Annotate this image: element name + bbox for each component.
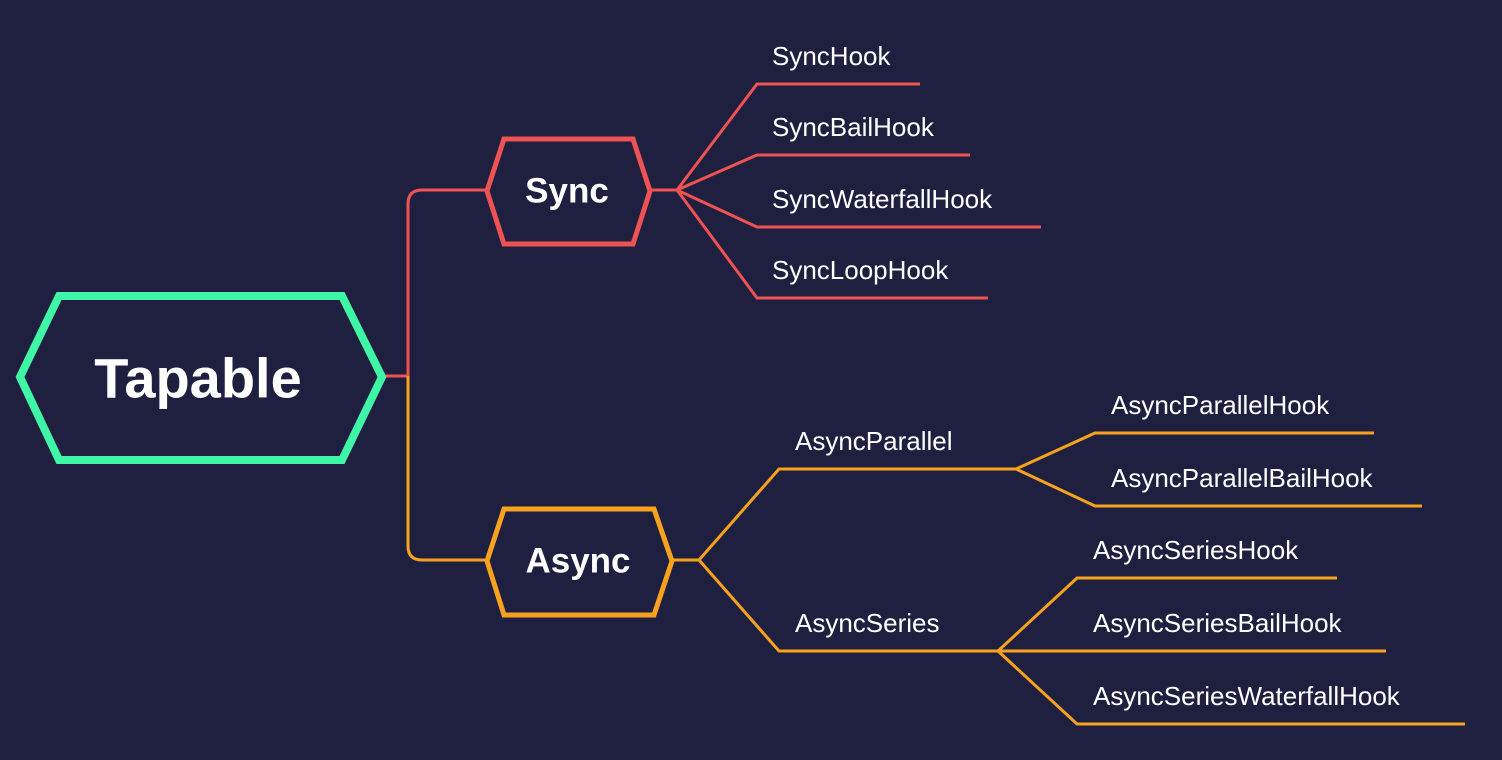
async-node[interactable]: Async: [484, 506, 675, 618]
root-label: Tapable: [94, 347, 301, 410]
async-series-bail-hook-label[interactable]: AsyncSeriesBailHook: [1093, 608, 1343, 638]
sync-bail-hook-label[interactable]: SyncBailHook: [772, 112, 935, 142]
sync-waterfall-hook-label[interactable]: SyncWaterfallHook: [772, 184, 993, 214]
sync-node[interactable]: Sync: [484, 136, 653, 247]
async-groups: AsyncParallel AsyncSeries: [795, 426, 953, 638]
trunk-to-async-connector: [406, 376, 487, 562]
async-series-hook-label[interactable]: AsyncSeriesHook: [1093, 535, 1299, 565]
async-hexagon: [484, 506, 675, 618]
sync-loop-hook-connector: [675, 189, 988, 300]
sync-connectors: [650, 82, 1041, 300]
root-connectors: [384, 188, 487, 562]
async-connectors: [672, 431, 1465, 726]
trunk-to-sync-connector: [406, 188, 487, 376]
root-node[interactable]: Tapable: [15, 292, 387, 464]
async-series-waterfall-hook-connector: [996, 649, 1465, 726]
async-series-waterfall-hook-label[interactable]: AsyncSeriesWaterfallHook: [1093, 681, 1401, 711]
sync-label: Sync: [525, 172, 609, 211]
async-parallel-label[interactable]: AsyncParallel: [795, 426, 953, 456]
async-parallel-hook-connector: [1015, 431, 1374, 471]
async-parallel-bail-hook-label[interactable]: AsyncParallelBailHook: [1111, 463, 1374, 493]
sync-loop-hook-label[interactable]: SyncLoopHook: [772, 255, 949, 285]
async-label: Async: [525, 542, 630, 581]
root-hexagon: [15, 292, 387, 464]
async-series-hook-connector: [996, 576, 1337, 653]
sync-bail-hook-connector: [676, 153, 970, 192]
async-series-connector: [697, 559, 998, 653]
sync-hook-connector: [675, 82, 920, 191]
async-series-label[interactable]: AsyncSeries: [795, 608, 940, 638]
async-parallel-connector: [697, 467, 1016, 561]
sync-hooks: SyncHook SyncBailHook SyncWaterfallHook …: [772, 41, 993, 285]
async-parallel-bail-hook-connector: [1015, 467, 1422, 508]
sync-waterfall-hook-connector: [676, 188, 1041, 229]
async-parallel-hook-label[interactable]: AsyncParallelHook: [1111, 390, 1330, 420]
sync-hexagon: [484, 136, 653, 247]
async-hooks: AsyncParallelHook AsyncParallelBailHook …: [1093, 390, 1401, 711]
sync-hook-label[interactable]: SyncHook: [772, 41, 891, 71]
